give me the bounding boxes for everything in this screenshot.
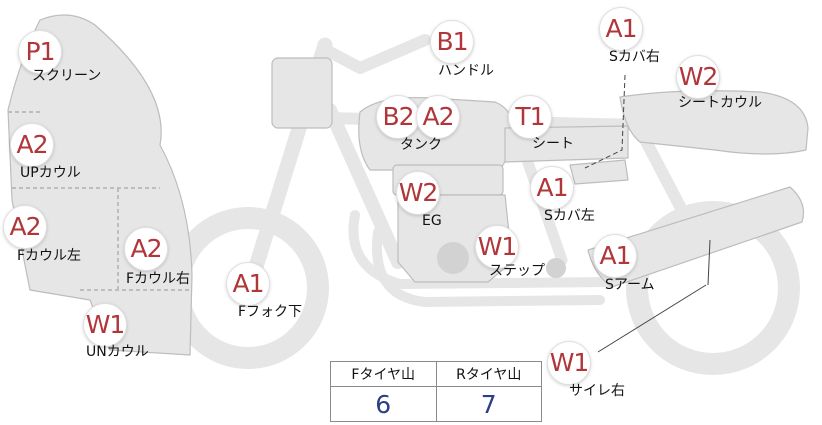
grade-badge: A1 bbox=[593, 234, 637, 278]
step-dot bbox=[546, 258, 566, 278]
front-tread-header: Fタイヤ山 bbox=[330, 361, 437, 387]
grade-badge: A1 bbox=[226, 262, 270, 306]
frame-down bbox=[323, 103, 405, 269]
part-label: サイレ右 bbox=[569, 383, 625, 399]
part-label: スクリーン bbox=[32, 68, 102, 84]
leader-swingarm bbox=[707, 239, 711, 286]
part-callout-tank: B2 A2 タンク bbox=[376, 95, 476, 155]
part-callout-f-cowl-right: A2 Fカウル右 bbox=[124, 227, 224, 287]
part-callout-f-fork-lower: A1 Fフォク下 bbox=[226, 262, 326, 322]
grade-badge: A1 bbox=[599, 7, 643, 51]
engine-cover-dot bbox=[437, 242, 469, 274]
rear-shock bbox=[634, 124, 701, 241]
part-callout-un-cowl: W1 UNカウル bbox=[83, 303, 183, 363]
part-label: ハンドル bbox=[438, 63, 494, 79]
part-label: UNカウル bbox=[86, 344, 149, 360]
part-callout-screen: P1 スクリーン bbox=[18, 30, 118, 90]
grade-badge: B2 bbox=[376, 95, 420, 139]
leader-muffler-right bbox=[597, 284, 707, 353]
part-label: Fフォク下 bbox=[238, 304, 303, 320]
grade-badge: W1 bbox=[475, 225, 519, 269]
side-cover bbox=[569, 159, 629, 185]
grade-badge: A1 bbox=[530, 166, 574, 210]
part-callout-seat: T1 シート bbox=[508, 95, 608, 155]
rear-tread-header: Rタイヤ山 bbox=[435, 361, 542, 387]
tire-tread-table: Fタイヤ山 Rタイヤ山 6 7 bbox=[330, 361, 542, 422]
grade-badge: A2 bbox=[3, 205, 47, 249]
part-callout-s-cover-right: A1 Sカバ右 bbox=[599, 7, 699, 67]
part-label: シート bbox=[532, 136, 574, 152]
leader-s-cover-right bbox=[584, 74, 626, 169]
handlebar bbox=[324, 34, 431, 74]
part-callout-f-cowl-left: A2 Fカウル左 bbox=[3, 205, 103, 265]
part-label: シートカウル bbox=[678, 95, 762, 111]
exhaust-lower bbox=[372, 227, 605, 307]
part-label: UPカウル bbox=[20, 165, 81, 181]
part-callout-s-cover-left: A1 Sカバ左 bbox=[530, 166, 630, 226]
grade-badge: W1 bbox=[547, 341, 591, 385]
part-callout-handle: B1 ハンドル bbox=[430, 20, 530, 80]
part-label: Fカウル左 bbox=[17, 248, 82, 264]
part-callout-seat-cowl: W2 シートカウル bbox=[676, 55, 776, 115]
exhaust-upper bbox=[348, 210, 615, 289]
grade-badge: A2 bbox=[10, 123, 54, 167]
part-callout-engine: W2 EG bbox=[396, 171, 496, 231]
part-label: EG bbox=[422, 213, 442, 229]
grade-badge: W2 bbox=[396, 171, 440, 215]
grade-badge: T1 bbox=[508, 95, 552, 139]
part-label: ステップ bbox=[489, 263, 545, 279]
muffler bbox=[587, 186, 805, 288]
grade-badge: P1 bbox=[18, 30, 62, 74]
grade-badge: W1 bbox=[83, 303, 127, 347]
front-tread-value: 6 bbox=[330, 386, 437, 422]
grade-badge-secondary: A2 bbox=[416, 95, 460, 139]
part-label: Sアーム bbox=[605, 277, 655, 293]
part-label: Fカウル右 bbox=[126, 271, 191, 287]
part-label: Sカバ左 bbox=[544, 208, 595, 224]
part-label: タンク bbox=[400, 137, 442, 153]
grade-badge: W2 bbox=[676, 55, 720, 99]
headlight bbox=[271, 57, 333, 129]
rear-tread-value: 7 bbox=[435, 386, 542, 422]
part-callout-swingarm: A1 Sアーム bbox=[593, 234, 693, 294]
part-label: Sカバ右 bbox=[609, 49, 660, 65]
part-callout-step: W1 ステップ bbox=[475, 225, 575, 285]
grade-badge: A2 bbox=[124, 227, 168, 271]
grade-badge: B1 bbox=[430, 20, 474, 64]
part-callout-muffler-right: W1 サイレ右 bbox=[547, 341, 647, 401]
part-callout-up-cowl: A2 UPカウル bbox=[10, 123, 110, 183]
